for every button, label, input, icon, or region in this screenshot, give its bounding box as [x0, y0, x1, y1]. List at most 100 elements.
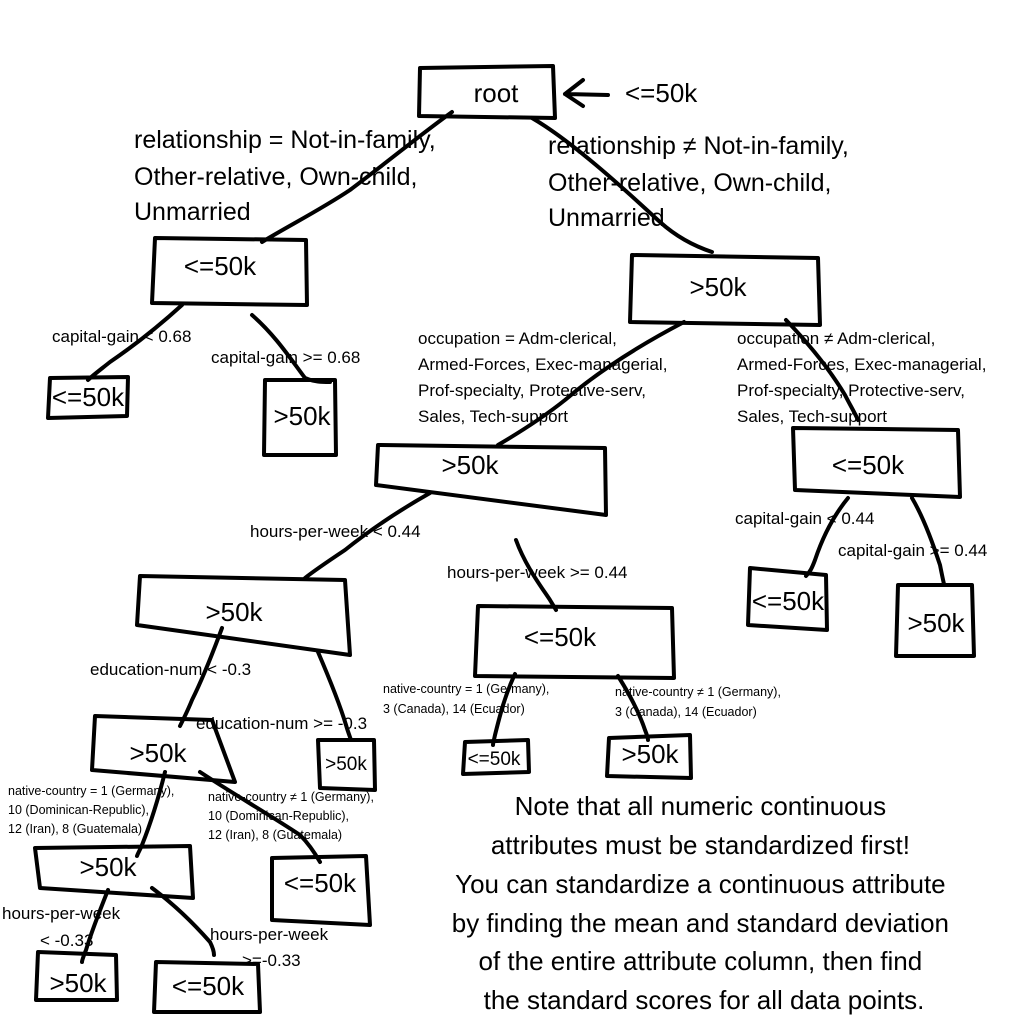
node-right-box — [628, 253, 822, 327]
node-occ-out: occupation ≠ Adm-clerical, Armed-Forces,… — [737, 329, 991, 499]
node-nc-out-box — [270, 854, 372, 927]
edge-occin-hpwlow — [303, 491, 432, 580]
condition-line: occupation ≠ Adm-clerical, — [737, 329, 935, 348]
node-hpw-high-left-condition: native-country = 1 (Germany), 3 (Canada)… — [383, 682, 553, 716]
node-hpw-high-right-condition: native-country ≠ 1 (Germany), 3 (Canada)… — [615, 685, 784, 719]
edge-ncin-right — [150, 886, 216, 957]
edge-ncin-left — [80, 888, 110, 964]
edge-edulow-ncout — [198, 770, 322, 864]
node-nc-in-right: hours-per-week >=-0.33 <=50k — [152, 925, 329, 1014]
condition-line: 10 (Dominican-Republic), — [8, 803, 149, 817]
node-edu-high: education-num >= -0.3 >50k — [196, 714, 377, 792]
node-occ-out-right-box — [894, 583, 976, 658]
condition-line: native-country = 1 (Germany), — [8, 784, 174, 798]
node-occ-out-box — [791, 426, 962, 499]
node-edu-low-label: >50k — [129, 738, 187, 768]
node-nc-in-right-label: <=50k — [172, 971, 245, 1001]
node-occ-in-label: >50k — [441, 450, 499, 480]
note-line: the standard scores for all data points. — [484, 985, 925, 1015]
condition-line: native-country ≠ 1 (Germany), — [615, 685, 781, 699]
node-nc-in-condition: native-country = 1 (Germany), 10 (Domini… — [8, 784, 178, 836]
node-right-condition: relationship ≠ Not-in-family, Other-rela… — [548, 132, 856, 232]
node-left-right-condition: capital-gain >= 0.68 — [211, 348, 360, 367]
node-left-label: <=50k — [184, 251, 257, 281]
condition-line: 3 (Canada), 14 (Ecuador) — [615, 705, 757, 719]
condition-line: relationship ≠ Not-in-family, — [548, 132, 849, 160]
condition-line: Prof-specialty, Protective-serv, — [737, 381, 965, 400]
node-nc-in-left-label: >50k — [49, 968, 107, 998]
condition-line: Unmarried — [548, 204, 665, 232]
root-prediction-label: <=50k — [625, 78, 698, 108]
node-left: relationship = Not-in-family, Other-rela… — [134, 126, 443, 307]
node-nc-in-right-box — [152, 960, 262, 1014]
node-occ-out-label: <=50k — [832, 450, 905, 480]
edge-root-left — [260, 110, 454, 244]
node-occ-in-condition: occupation = Adm-clerical, Armed-Forces,… — [418, 329, 672, 426]
node-occ-out-right-label: >50k — [907, 608, 965, 638]
node-edu-low: education-num < -0.3 >50k — [90, 660, 251, 784]
node-hpw-low-label: >50k — [205, 597, 263, 627]
node-occ-out-right: capital-gain >= 0.44 >50k — [838, 541, 987, 658]
node-left-left: capital-gain < 0.68 <=50k — [46, 327, 191, 420]
edge-right-occin — [496, 320, 686, 447]
condition-line: native-country ≠ 1 (Germany), — [208, 790, 374, 804]
node-occ-out-right-condition: capital-gain >= 0.44 — [838, 541, 987, 560]
node-nc-in-left: hours-per-week < -0.33 >50k — [2, 904, 121, 1002]
node-nc-out-condition: native-country ≠ 1 (Germany), 10 (Domini… — [208, 790, 377, 842]
note-line: by finding the mean and standard deviati… — [452, 908, 949, 938]
standardization-note: Note that all numeric continuous attribu… — [452, 791, 956, 1015]
node-hpw-low-box — [135, 574, 352, 657]
tree-edges — [80, 110, 946, 964]
edge-occout-right — [910, 496, 946, 586]
node-hpw-high-condition: hours-per-week >= 0.44 — [447, 563, 628, 582]
node-hpw-low: hours-per-week < 0.44 >50k — [135, 522, 421, 657]
node-hpw-high-left-label: <=50k — [468, 749, 521, 770]
node-left-condition: relationship = Not-in-family, Other-rela… — [134, 126, 443, 226]
node-hpw-high-left: native-country = 1 (Germany), 3 (Canada)… — [383, 682, 553, 776]
edge-right-occout — [784, 318, 860, 422]
node-left-right-box — [262, 378, 338, 457]
condition-line: native-country = 1 (Germany), — [383, 682, 549, 696]
condition-line: 10 (Dominican-Republic), — [208, 809, 349, 823]
node-nc-out-label: <=50k — [284, 868, 357, 898]
node-hpw-high-left-box — [461, 738, 531, 776]
node-occ-out-condition: occupation ≠ Adm-clerical, Armed-Forces,… — [737, 329, 991, 426]
node-occ-out-left-box — [746, 566, 829, 632]
condition-line: Other-relative, Own-child, — [548, 169, 831, 197]
condition-line: 3 (Canada), 14 (Ecuador) — [383, 702, 525, 716]
edge-hpwlow-eduhigh — [316, 650, 353, 742]
node-occ-out-left: capital-gain < 0.44 <=50k — [735, 509, 874, 632]
node-edu-high-condition: education-num >= -0.3 — [196, 714, 367, 733]
node-left-right-label: >50k — [273, 401, 331, 431]
node-left-right: capital-gain >= 0.68 >50k — [211, 348, 360, 457]
node-left-left-condition: capital-gain < 0.68 — [52, 327, 191, 346]
node-root-label: root — [474, 78, 520, 108]
condition-line: Prof-specialty, Protective-serv, — [418, 381, 646, 400]
node-nc-in-label: >50k — [79, 852, 137, 882]
node-hpw-low-condition: hours-per-week < 0.44 — [250, 522, 421, 541]
node-nc-in-left-box — [34, 950, 119, 1002]
node-nc-in-box — [33, 844, 195, 900]
condition-line: 12 (Iran), 8 (Guatemala) — [8, 822, 142, 836]
node-hpw-high: hours-per-week >= 0.44 <=50k — [447, 563, 676, 680]
condition-line: occupation = Adm-clerical, — [418, 329, 617, 348]
node-occ-out-left-label: <=50k — [752, 586, 825, 616]
condition-line: 12 (Iran), 8 (Guatemala) — [208, 828, 342, 842]
arrow-icon — [563, 78, 610, 108]
node-nc-in: native-country = 1 (Germany), 10 (Domini… — [8, 784, 195, 900]
note-line: You can standardize a continuous attribu… — [455, 869, 946, 899]
condition-line: hours-per-week — [210, 925, 329, 944]
node-nc-out: native-country ≠ 1 (Germany), 10 (Domini… — [208, 790, 377, 927]
node-hpw-high-right: native-country ≠ 1 (Germany), 3 (Canada)… — [605, 685, 784, 780]
edge-left-left — [86, 303, 184, 382]
node-root-box — [417, 64, 557, 120]
node-right-label: >50k — [689, 272, 747, 302]
condition-line: hours-per-week — [2, 904, 121, 923]
node-edu-high-label: >50k — [325, 754, 367, 775]
edge-root-right — [530, 116, 714, 254]
node-root: root <=50k — [417, 64, 698, 120]
condition-line: < -0.33 — [40, 931, 93, 950]
note-line: Note that all numeric continuous — [515, 791, 886, 821]
node-occ-in-box — [374, 443, 608, 517]
condition-line: >=-0.33 — [242, 951, 301, 970]
